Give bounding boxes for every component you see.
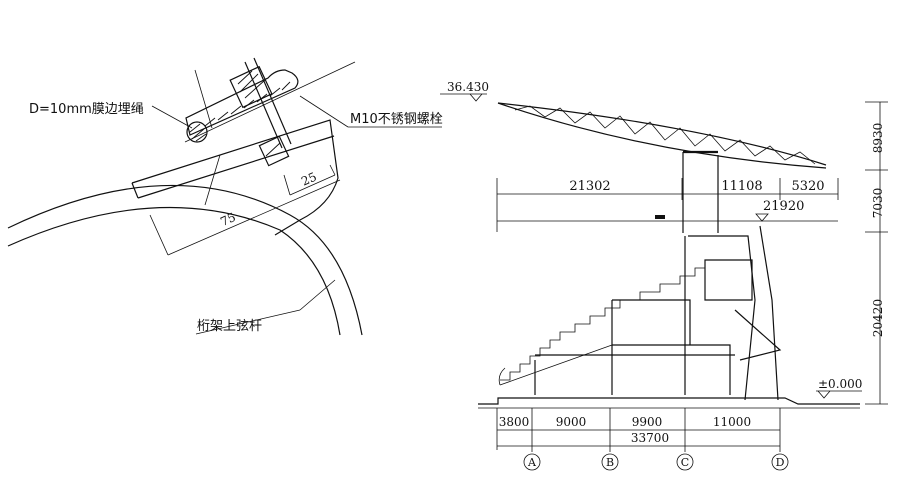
axis-b: B [606,456,614,469]
axis-a: A [527,456,537,469]
vdim-1: 8930 [871,123,885,154]
axis-c: C [681,456,689,469]
roof-truss [497,102,827,169]
bdim-3: 9900 [632,415,663,429]
truss-label: 桁架上弦杆 [197,318,262,334]
elev-21920: 21920 [763,199,804,214]
truss-chord-outer [7,184,363,336]
horizontal-dimensions: 21302 11108 5320 21920 [496,178,839,232]
rope-label: D=10mm膜边埋绳 [29,102,144,117]
bracket-lower-edge [137,135,335,199]
bolt-shank [244,61,283,149]
membrane-line [184,61,356,143]
bdim-1: 3800 [499,415,530,429]
dim-75-text: 75 [218,210,238,229]
ground [478,397,860,409]
zero-elevation: ±0.000 [818,377,862,391]
vertical-dimensions: 8930 7030 20420 [865,101,888,405]
axis-d: D [776,456,785,469]
rope-leader [151,105,193,129]
hdim-1: 21302 [569,179,610,194]
bolt-nut-top [229,65,273,109]
total-dim: 33700 [631,431,669,445]
truss-chord-inner [7,206,341,336]
bolt-nut-bottom [258,135,290,167]
axis-markers: A B C D [523,453,789,471]
hdim-2: 11108 [721,179,762,194]
hdim-3: 5320 [791,179,824,194]
bdim-4: 11000 [713,415,751,429]
bolt-label: M10不锈钢螺栓 [350,112,443,127]
dim-25-line [289,174,336,196]
bolt-shank-2 [253,57,292,145]
membrane-connection-detail: D=10mm膜边埋绳 M10不锈钢螺栓 桁架上弦杆 25 75 [7,57,443,336]
stadium-section: 36.430 8930 7030 20420 21302 [440,80,888,471]
top-elevation: 36.430 [447,80,489,94]
vdim-3: 20420 [871,299,885,337]
bracket-edge [131,182,139,199]
elevation-marker-top [469,93,483,102]
bolt-leader [299,95,349,128]
dim-25-text: 25 [299,170,319,189]
vdim-2: 7030 [871,188,885,219]
stands-steps [498,267,705,386]
leader-top [194,69,213,129]
bracket-plate [131,119,339,236]
truss-leader-tail [195,309,301,335]
bottom-dimensions: 3800 9000 9900 11000 33700 [496,408,781,452]
truss-leader [299,279,336,311]
structural-frame [534,150,782,401]
rope-circle [186,121,208,143]
dim-75-line [167,179,341,256]
bdim-2: 9000 [556,415,587,429]
